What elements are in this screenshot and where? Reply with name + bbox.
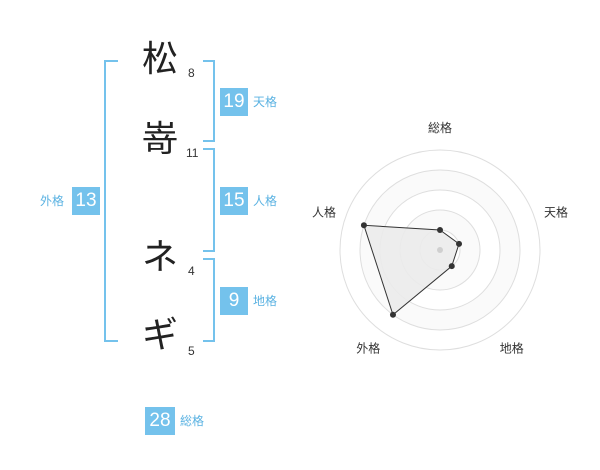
radar-center-dot bbox=[437, 247, 443, 253]
radar-point-0 bbox=[437, 227, 443, 233]
soukaku-label: 総格 bbox=[180, 414, 205, 428]
stroke-count-3: 4 bbox=[188, 264, 195, 278]
gaikaku-value: 13 bbox=[72, 187, 100, 215]
jinkaku-bracket bbox=[203, 148, 215, 252]
jinkaku-value: 15 bbox=[220, 187, 248, 215]
tenkaku-label: 天格 bbox=[253, 95, 278, 109]
radar-point-4 bbox=[360, 222, 367, 229]
tenkaku-bracket bbox=[203, 60, 215, 142]
radar-data-area bbox=[363, 224, 460, 316]
soukaku-value: 28 bbox=[145, 407, 175, 435]
radar-axis-label-1: 天格 bbox=[544, 204, 568, 219]
name-char-3: ネ bbox=[141, 237, 178, 278]
name-char-2: 嵜 bbox=[141, 119, 178, 160]
stroke-count-1: 8 bbox=[188, 66, 195, 80]
radar-axis-label-2: 地格 bbox=[500, 341, 524, 356]
stroke-count-4: 5 bbox=[188, 344, 195, 358]
chikaku-bracket bbox=[203, 258, 215, 342]
gaikaku-bracket bbox=[104, 60, 118, 342]
radar-point-1 bbox=[456, 240, 463, 247]
radar-axis-label-4: 人格 bbox=[312, 204, 336, 219]
radar-point-3 bbox=[389, 311, 396, 318]
tenkaku-value: 19 bbox=[220, 88, 248, 116]
chikaku-value: 9 bbox=[220, 287, 248, 315]
name-char-4: ギ bbox=[141, 315, 178, 356]
radar-axis-label-3: 外格 bbox=[356, 341, 380, 356]
radar-points bbox=[360, 222, 463, 318]
jinkaku-label: 人格 bbox=[253, 194, 278, 208]
gaikaku-label: 外格 bbox=[40, 194, 65, 208]
radar-point-2 bbox=[448, 263, 455, 270]
name-char-1: 松 bbox=[141, 39, 178, 80]
chikaku-label: 地格 bbox=[253, 294, 278, 308]
stroke-count-2: 11 bbox=[186, 146, 199, 160]
radar-axis-label-0: 総格 bbox=[428, 120, 452, 135]
